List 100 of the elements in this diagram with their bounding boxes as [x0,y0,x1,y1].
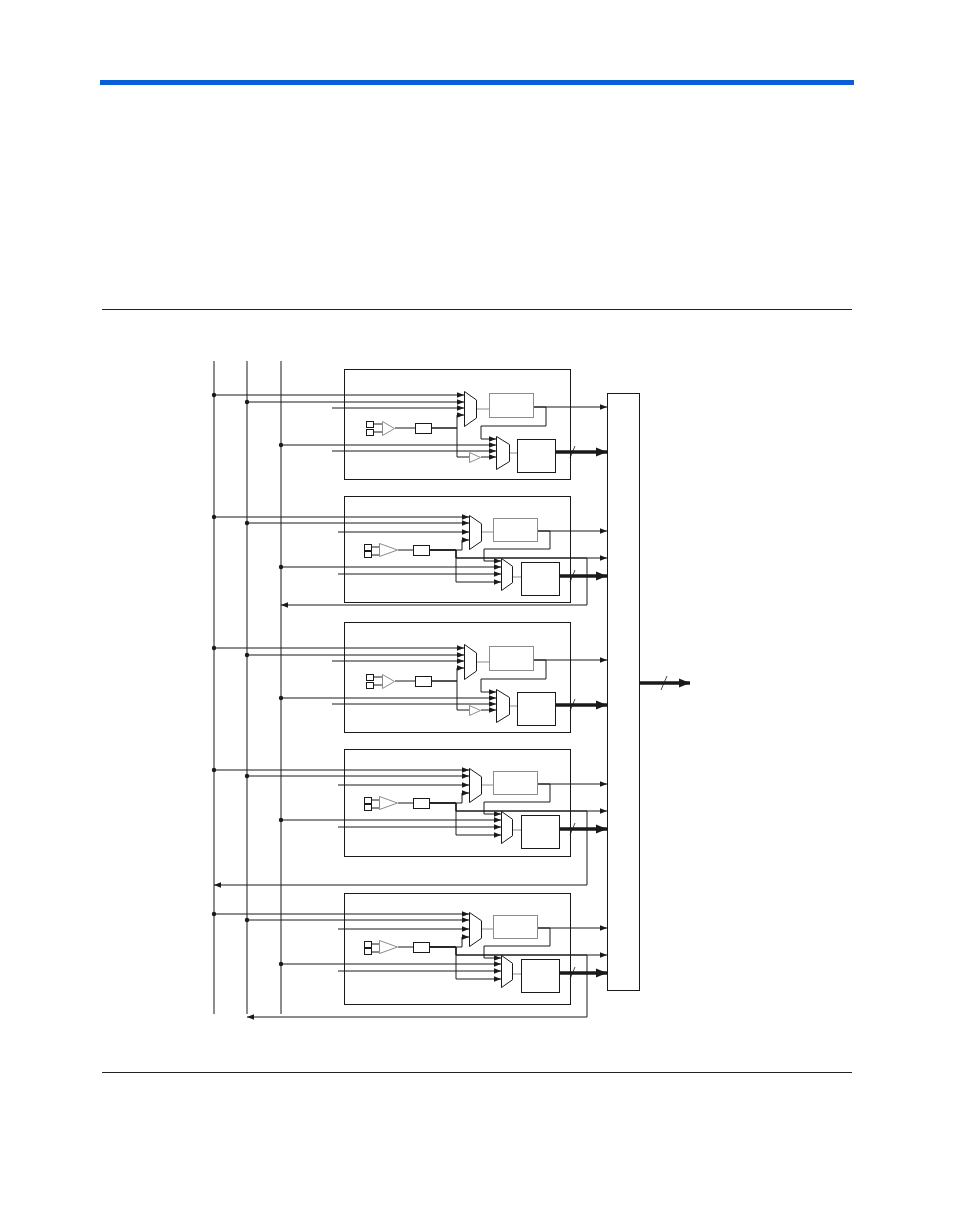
connector-line [371,943,380,945]
connector-line [373,423,383,425]
input-square [364,948,372,955]
connector-line [431,680,470,711]
buffer-symbol [469,452,481,463]
arrow [280,817,502,823]
storage-box [489,393,534,418]
output-box [517,692,556,726]
arrow [246,652,465,658]
connector-line [373,431,383,433]
storage-box [493,915,538,939]
multiplexer-symbol [496,689,510,723]
storage-box [489,646,534,671]
register-box [415,423,432,434]
register-box [413,798,430,809]
multiplexer-symbol [501,955,513,988]
arrow [280,564,502,570]
arrow [483,783,551,817]
register-box [415,676,432,687]
connector-line [431,427,470,458]
arrow [483,927,551,961]
arrow [337,824,502,830]
arrow [213,645,465,651]
arrow [560,824,607,834]
arrow [480,406,547,442]
output-bar [607,393,640,991]
logic-block [344,496,571,603]
input-square [364,797,372,804]
arrow [213,514,470,520]
arrow [480,454,497,460]
arrow [337,529,470,535]
arrow [483,530,551,564]
arrow [331,405,465,411]
connector-line [371,951,380,953]
arrow [213,802,588,888]
buffer-symbol [469,705,481,716]
buffer-symbol [382,421,395,436]
connector-line [394,427,416,429]
input-square [366,421,374,428]
multiplexer-symbol [464,644,477,680]
connector-line [509,705,518,707]
buffer-symbol [379,796,398,810]
output-box [521,959,560,993]
arrow [213,911,470,917]
connector-line [509,452,518,454]
logic-block [344,622,571,733]
connector-line [371,799,380,801]
arrow [246,520,470,526]
arrow [280,695,497,701]
arrow [246,773,470,779]
logic-block [344,749,571,857]
connector-line [373,684,383,686]
arrow [246,399,465,405]
multiplexer-symbol [469,515,482,550]
multiplexer-symbol [496,436,510,470]
connector-line [476,661,490,663]
connector-line [476,408,490,410]
output-box [521,562,560,596]
arrow [480,659,547,695]
input-square [366,429,374,436]
storage-box [493,518,538,542]
arrow [331,448,497,454]
arrow [246,946,588,1020]
arrow [331,658,465,664]
arrow [337,968,502,974]
arrow [560,968,607,978]
arrow [280,442,497,448]
multiplexer-symbol [501,558,513,591]
connector-line [373,676,383,678]
buffer-symbol [382,674,395,689]
logic-block [344,369,571,480]
output-box [517,439,556,473]
arrow [331,701,497,707]
connector-line [397,802,414,804]
arrow [480,707,497,713]
connector-line [481,531,494,533]
arrow [213,767,470,773]
register-box [413,942,430,953]
arrow [556,700,607,710]
connector-line [397,549,414,551]
connector-line [481,784,494,786]
buffer-symbol [379,543,398,557]
arrow [640,678,690,688]
output-box [521,815,560,849]
arrow [246,917,470,923]
buffer-symbol [379,940,398,954]
multiplexer-symbol [464,391,477,427]
connector-line [371,554,380,556]
arrow [337,571,502,577]
arrow [556,447,607,457]
arrow [213,392,465,398]
input-square [366,674,374,681]
register-box [413,545,430,556]
input-square [364,804,372,811]
storage-box [493,771,538,795]
logic-block [344,893,571,1005]
multiplexer-symbol [469,768,482,803]
input-square [364,551,372,558]
connector-line [512,829,522,831]
arrow [280,961,502,967]
